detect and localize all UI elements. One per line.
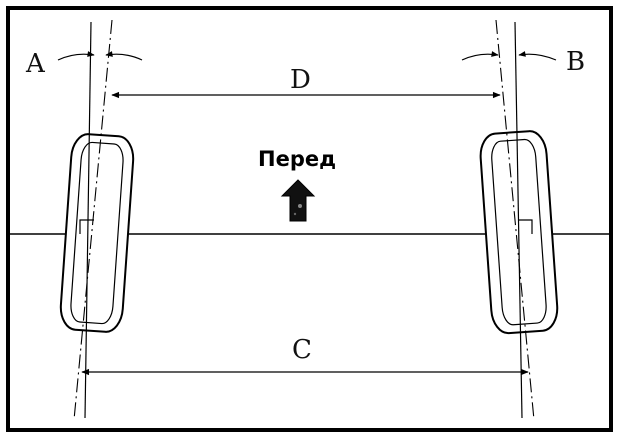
label-b: B — [566, 47, 585, 77]
label-a: A — [25, 49, 46, 79]
label-c: C — [292, 335, 312, 365]
angle-b-arrow-right — [518, 51, 557, 61]
right-wheel-centerline — [495, 19, 535, 421]
front-label: Перед — [258, 147, 336, 171]
angle-a-arrow-right — [105, 51, 143, 61]
angle-b-arrow-left — [461, 51, 499, 61]
left-right-angle-mark — [79, 219, 94, 234]
up-arrow-icon — [280, 179, 316, 222]
angle-a-arrow-left — [57, 51, 95, 61]
left-wheel — [59, 133, 135, 333]
label-d: D — [290, 65, 311, 95]
right-right-angle-mark — [518, 219, 533, 234]
